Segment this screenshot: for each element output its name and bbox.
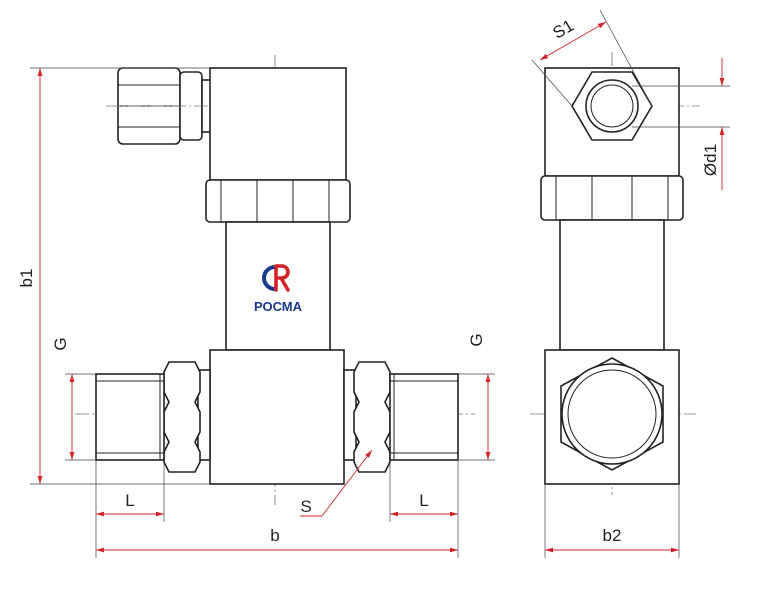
right-threaded-port xyxy=(389,373,459,461)
dimension-b1: b1 xyxy=(17,67,210,485)
dimension-label-g-right: G xyxy=(467,333,486,346)
left-hex-nut xyxy=(163,361,211,473)
sensor-neck xyxy=(225,221,331,351)
dimension-label-b1: b1 xyxy=(17,269,36,288)
side-knurled-nut xyxy=(540,175,684,221)
dimension-label-s1: S1 xyxy=(549,16,577,43)
side-port-outer-circle xyxy=(561,363,663,465)
dimension-label-g-left: G xyxy=(51,337,70,350)
left-threaded-port xyxy=(95,373,165,461)
connector-housing xyxy=(209,67,347,181)
right-hex-nut xyxy=(343,361,391,473)
dimension-b: b xyxy=(96,526,458,553)
dimension-label-b: b xyxy=(270,526,279,545)
side-sensor-neck xyxy=(559,219,665,351)
front-view: РОСМА xyxy=(17,55,495,558)
dimension-label-d1: Ød1 xyxy=(701,144,720,176)
dimension-label-l-right: L xyxy=(419,491,428,510)
knurled-nut xyxy=(205,179,351,223)
dimension-l-left: L xyxy=(95,460,165,558)
dimension-g-right: G xyxy=(458,333,495,461)
dimension-l-right: L xyxy=(389,460,459,558)
side-port-inner-circle xyxy=(567,369,657,459)
dimension-b2: b2 xyxy=(544,484,680,558)
dimension-g-left: G xyxy=(51,337,96,461)
main-body xyxy=(209,349,345,485)
side-gland-inner-circle xyxy=(590,84,634,128)
dimension-label-b2: b2 xyxy=(603,526,622,545)
brand-logo: РОСМА xyxy=(254,264,303,314)
dimension-label-s: S xyxy=(300,497,311,516)
dimension-d1: Ød1 xyxy=(632,58,730,190)
dimension-s: S xyxy=(300,449,373,517)
dimension-label-l-left: L xyxy=(125,491,134,510)
cable-gland xyxy=(106,67,215,145)
side-view: S1 Ød1 b2 xyxy=(530,9,730,558)
side-gland-outer-circle xyxy=(585,79,639,133)
brand-logo-text: РОСМА xyxy=(254,299,303,314)
